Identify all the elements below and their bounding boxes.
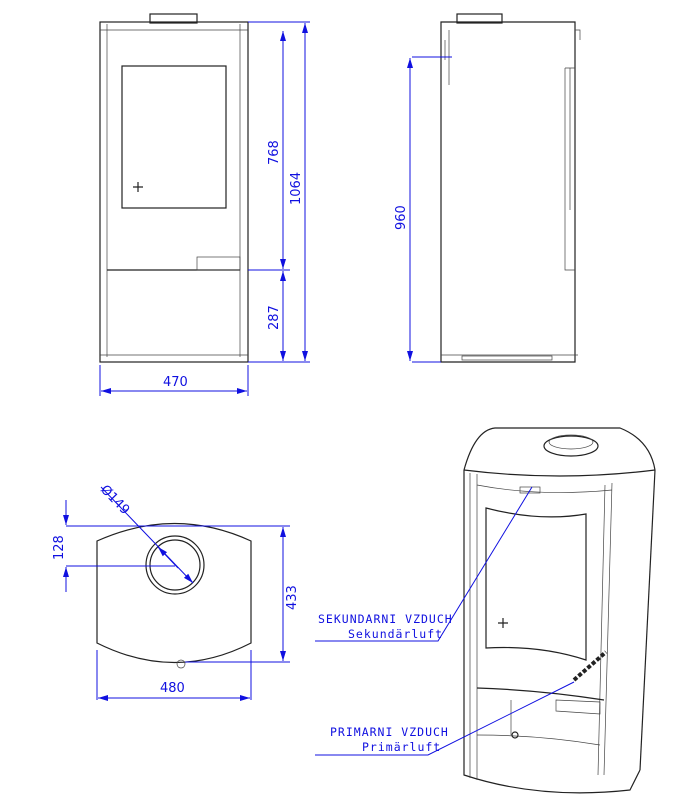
perspective-glass <box>485 507 587 661</box>
dim-width: 470 <box>163 375 188 390</box>
top-outline <box>96 523 252 663</box>
door-glass <box>121 65 227 209</box>
dim-diameter: Ø149 <box>97 482 132 518</box>
top-view: 480 433 128 Ø149 <box>52 482 300 701</box>
perspective-view: SEKUNDARNI VZDUCH Sekundärluft PRIMARNI … <box>315 427 656 794</box>
dim-outlet-height: 960 <box>394 205 409 230</box>
brand-logo <box>572 650 608 682</box>
label-primary-air-de: Primärluft <box>362 740 441 754</box>
side-body <box>440 21 576 363</box>
plus-icon <box>133 182 143 192</box>
dim-depth: 433 <box>285 585 300 610</box>
dim-top-width: 480 <box>160 681 185 696</box>
side-view: 960 <box>394 13 581 363</box>
front-view: 470 1064 768 287 <box>99 13 310 396</box>
dim-total-height: 1064 <box>289 172 304 205</box>
label-primary-air-cz: PRIMARNI VZDUCH <box>330 725 449 739</box>
label-secondary-air-cz: SEKUNDARNI VZDUCH <box>318 612 453 626</box>
door-handle <box>196 256 241 271</box>
label-secondary-air-de: Sekundärluft <box>348 627 443 641</box>
flue-outlet <box>543 435 599 457</box>
flue-inner <box>149 539 201 591</box>
stove-body <box>99 21 249 363</box>
dim-offset: 128 <box>52 535 67 560</box>
flue-collar <box>149 13 198 24</box>
dim-lower-height: 287 <box>267 305 282 330</box>
flue-outer <box>145 535 205 595</box>
dim-upper-height: 768 <box>267 140 282 165</box>
